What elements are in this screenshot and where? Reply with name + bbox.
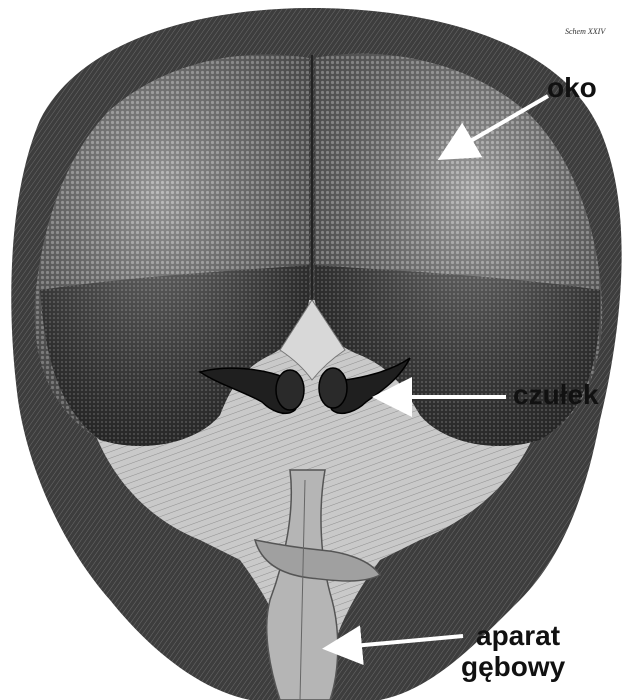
antenna-label: czułek bbox=[513, 380, 599, 410]
mouthparts-label-line2: gębowy bbox=[461, 652, 565, 682]
eye-label: oko bbox=[547, 73, 597, 103]
plate-number-mark: Schem XXIV bbox=[565, 27, 605, 36]
mouthparts-label-line1: aparat bbox=[476, 621, 560, 651]
